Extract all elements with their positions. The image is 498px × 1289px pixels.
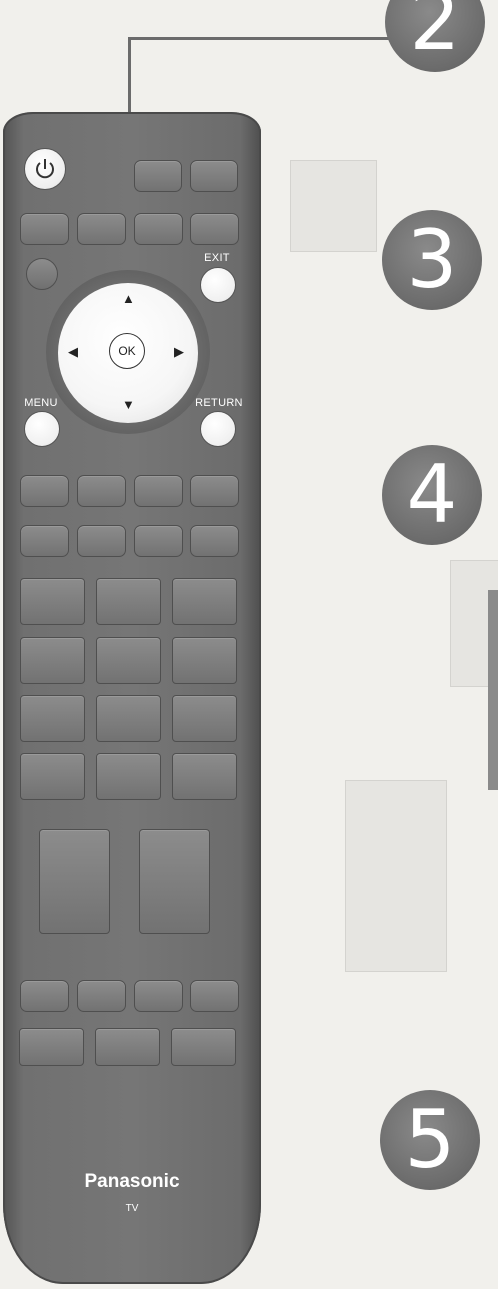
number-button[interactable] bbox=[172, 753, 237, 800]
remote-button[interactable] bbox=[171, 1028, 236, 1066]
remote-button[interactable] bbox=[190, 213, 239, 245]
step-4-badge: 4 bbox=[382, 445, 482, 545]
leader-line-horizontal bbox=[128, 37, 390, 40]
number-button[interactable] bbox=[172, 695, 237, 742]
brand-logo: Panasonic bbox=[3, 1171, 261, 1193]
remote-button[interactable] bbox=[77, 475, 126, 507]
right-arrow-icon[interactable]: ▶ bbox=[174, 345, 184, 358]
remote-button[interactable] bbox=[134, 525, 183, 557]
step-5-badge: 5 bbox=[380, 1090, 480, 1190]
number-button[interactable] bbox=[172, 578, 237, 625]
number-button[interactable] bbox=[20, 578, 85, 625]
remote-button[interactable] bbox=[20, 525, 69, 557]
remote-button[interactable] bbox=[190, 475, 239, 507]
left-arrow-icon[interactable]: ◀ bbox=[68, 345, 78, 358]
number-button[interactable] bbox=[96, 637, 161, 684]
remote-button[interactable] bbox=[20, 475, 69, 507]
volume-rocker[interactable] bbox=[39, 829, 110, 934]
number-button[interactable] bbox=[96, 753, 161, 800]
menu-button[interactable] bbox=[24, 411, 60, 447]
channel-rocker[interactable] bbox=[139, 829, 210, 934]
remote-button[interactable] bbox=[77, 213, 126, 245]
menu-label: MENU bbox=[14, 397, 68, 409]
step-2-badge: 2 bbox=[385, 0, 485, 72]
brand-subtitle: TV bbox=[3, 1203, 261, 1214]
remote-button[interactable] bbox=[190, 160, 238, 192]
remote-button[interactable] bbox=[134, 475, 183, 507]
number-button[interactable] bbox=[172, 637, 237, 684]
power-icon bbox=[25, 149, 65, 189]
remote-button[interactable] bbox=[190, 980, 239, 1012]
remote-button[interactable] bbox=[77, 525, 126, 557]
background-bar bbox=[488, 590, 498, 790]
number-button[interactable] bbox=[96, 578, 161, 625]
exit-label: EXIT bbox=[195, 252, 239, 264]
return-button[interactable] bbox=[200, 411, 236, 447]
step-3-badge: 3 bbox=[382, 210, 482, 310]
remote-button[interactable] bbox=[77, 980, 126, 1012]
number-button[interactable] bbox=[20, 637, 85, 684]
remote-button[interactable] bbox=[134, 980, 183, 1012]
down-arrow-icon[interactable]: ▼ bbox=[122, 398, 135, 411]
background-panel bbox=[345, 780, 447, 972]
remote-button[interactable] bbox=[20, 213, 69, 245]
remote-round-button[interactable] bbox=[26, 258, 58, 290]
remote-button[interactable] bbox=[134, 160, 182, 192]
number-button[interactable] bbox=[20, 695, 85, 742]
remote-button[interactable] bbox=[20, 980, 69, 1012]
number-button[interactable] bbox=[20, 753, 85, 800]
remote-button[interactable] bbox=[190, 525, 239, 557]
return-label: RETURN bbox=[190, 397, 248, 409]
remote-button[interactable] bbox=[134, 213, 183, 245]
remote-button[interactable] bbox=[19, 1028, 84, 1066]
ok-button[interactable]: OK bbox=[109, 333, 145, 369]
remote-button[interactable] bbox=[95, 1028, 160, 1066]
background-panel bbox=[290, 160, 377, 252]
exit-button[interactable] bbox=[200, 267, 236, 303]
power-button[interactable] bbox=[24, 148, 66, 190]
up-arrow-icon[interactable]: ▲ bbox=[122, 292, 135, 305]
number-button[interactable] bbox=[96, 695, 161, 742]
